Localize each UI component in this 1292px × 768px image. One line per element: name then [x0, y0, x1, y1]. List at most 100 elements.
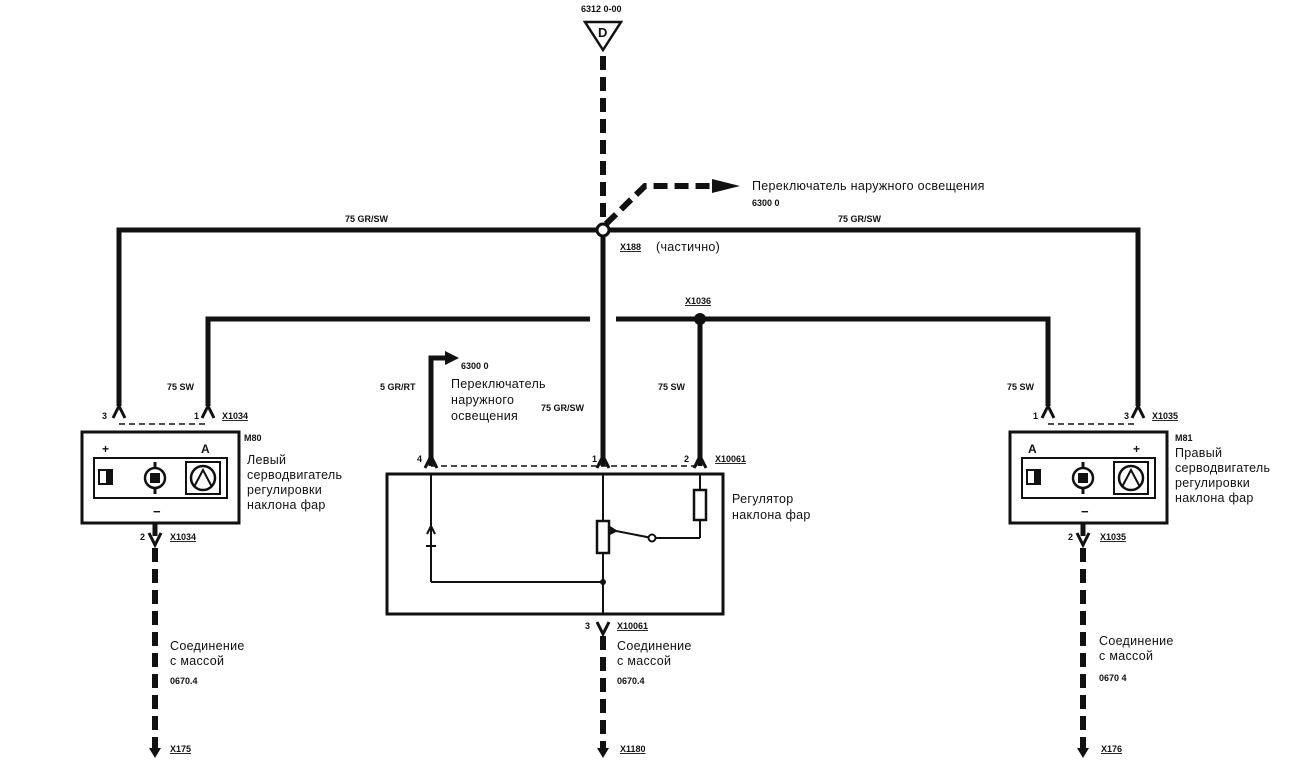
- gear-box-icon: [185, 461, 221, 495]
- left-motor-title-2: серводвигатель: [247, 468, 342, 482]
- wire-label-reg-gr-rt: 5 GR/RT: [380, 382, 416, 392]
- potentiometer-icon: [595, 519, 611, 555]
- ground-left: Соединение с массой 0670.4 X175: [149, 548, 245, 758]
- splice-x188: [595, 222, 611, 238]
- pin-arrow-icon: [1130, 402, 1146, 419]
- lamp-symbol-icon: [426, 530, 436, 547]
- ground-arrow-icon: [597, 748, 609, 758]
- right-motor-title-4: наклона фар: [1175, 491, 1254, 505]
- outer-switch-code: 6300 0: [752, 198, 780, 208]
- connector-triangle-icon: [582, 20, 624, 53]
- reg-switch-title-3: освещения: [451, 409, 518, 423]
- left-motor-pin-left: 3: [102, 411, 107, 421]
- right-motor-id: M81: [1175, 433, 1193, 443]
- connector-x1036-top-id: X1036: [685, 296, 711, 306]
- wiper-line: [610, 529, 653, 539]
- resistor-icon: [692, 488, 708, 522]
- left-motor-sign-left: +: [102, 442, 109, 456]
- right-motor-inner: [1021, 457, 1156, 499]
- switch-branch-dashed: [603, 183, 712, 227]
- pin-arrow-icon: [147, 532, 163, 549]
- right-motor-title-3: регулировки: [1175, 476, 1250, 490]
- reg-pin-2: 2: [684, 454, 689, 464]
- right-motor-sign-bottom: −: [1081, 504, 1089, 519]
- right-motor-title-1: Правый: [1175, 446, 1222, 460]
- pin-arrow-icon: [1075, 532, 1091, 549]
- pin-arrow-icon: [111, 402, 127, 419]
- connector-x188-id: X188: [620, 242, 641, 252]
- left-motor-title-3: регулировки: [247, 483, 322, 497]
- ground-left-line-1: Соединение: [170, 639, 245, 653]
- left-motor-pin-right: 1: [194, 411, 199, 421]
- right-motor: 1 3 X1035 M81 A + − Правый серводвигател…: [1008, 402, 1270, 549]
- right-motor-box: [1008, 430, 1169, 525]
- left-motor-pin-bottom: 2: [140, 532, 145, 542]
- connector-x188-note: (частично): [656, 240, 720, 254]
- left-motor-title-4: наклона фар: [247, 498, 326, 512]
- reg-switch-code: 6300 0: [461, 361, 489, 371]
- reg-pin-1: 1: [592, 454, 597, 464]
- right-motor-pin-right: 3: [1124, 411, 1129, 421]
- reg-title-1: Регулятор: [732, 492, 794, 506]
- wire-label-left-top: 75 GR/SW: [345, 214, 389, 224]
- left-motor-connector-bottom: X1034: [170, 532, 196, 542]
- top-connector-letter: D: [598, 25, 607, 40]
- pin-arrow-icon: [1040, 402, 1056, 419]
- reg-title-2: наклона фар: [732, 508, 811, 522]
- right-motor-sign-right: +: [1133, 442, 1140, 456]
- ground-left-code: 0670.4: [170, 676, 198, 686]
- ground-arrow-icon: [1077, 748, 1089, 758]
- right-motor-connector-bottom: X1035: [1100, 532, 1126, 542]
- ground-arrow-icon: [149, 748, 161, 758]
- wire-label-mid-sw: 75 SW: [658, 382, 686, 392]
- ground-right-line-2: с массой: [1099, 649, 1153, 663]
- pin-arrow-icon: [692, 452, 708, 469]
- arrow-right-icon: [445, 351, 459, 365]
- sw-bus-wire-right: [616, 316, 1051, 406]
- right-motor-sign-left: A: [1028, 442, 1037, 456]
- left-motor-id: M80: [244, 433, 262, 443]
- left-motor-inner: [93, 457, 228, 499]
- sw-bus-wire-left: [205, 316, 590, 406]
- ground-right-terminal: X176: [1101, 744, 1122, 754]
- right-motor-pin-bottom: 2: [1068, 532, 1073, 542]
- top-connector-code: 6312 0-00: [581, 4, 622, 14]
- ground-left-terminal: X175: [170, 744, 191, 754]
- ground-right: Соединение с массой 0670 4 X176: [1077, 548, 1174, 758]
- pin-arrow-icon: [595, 452, 611, 469]
- splice-x1036: [694, 313, 706, 325]
- top-bus: [116, 222, 1141, 466]
- reg-pin-3: 3: [585, 621, 590, 631]
- ground-center-line-2: с массой: [617, 654, 671, 668]
- reg-connector-bottom: X10061: [617, 621, 648, 631]
- regulator-box: [385, 472, 725, 616]
- arrow-right-icon: [712, 179, 740, 193]
- reg-pin-4: 4: [417, 454, 422, 464]
- wire-label-center-gr: 75 GR/SW: [541, 403, 585, 413]
- left-motor-connector: X1034: [222, 411, 248, 421]
- reg-connector: X10061: [715, 454, 746, 464]
- left-motor-sign-bottom: −: [153, 504, 161, 519]
- gr-sw-bus-wire: [116, 227, 1141, 406]
- outer-switch-label: Переключатель наружного освещения: [752, 179, 985, 193]
- ground-right-code: 0670 4: [1099, 673, 1127, 683]
- top-connector: 6312 0-00 D: [581, 4, 624, 53]
- reg-switch-title-2: наружного: [451, 393, 514, 407]
- sw-bus: [205, 313, 1051, 466]
- pin-arrow-icon: [200, 402, 216, 419]
- ground-center-code: 0670.4: [617, 676, 645, 686]
- ground-right-line-1: Соединение: [1099, 634, 1174, 648]
- ground-center-line-1: Соединение: [617, 639, 692, 653]
- left-motor-sign-right: A: [201, 442, 210, 456]
- reg-gr-rt-wire: [428, 355, 447, 466]
- right-motor-connector: X1035: [1152, 411, 1178, 421]
- right-motor-title-2: серводвигатель: [1175, 461, 1270, 475]
- regulator: 6300 0 5 GR/RT Переключатель наружного о…: [380, 351, 811, 638]
- wire-label-right-sw: 75 SW: [1007, 382, 1035, 392]
- ground-center-terminal: X1180: [620, 744, 646, 754]
- wire-label-left-sw: 75 SW: [167, 382, 195, 392]
- ground-center: Соединение с массой 0670.4 X1180: [597, 636, 692, 758]
- pin-arrow-icon: [423, 452, 439, 469]
- right-motor-pin-left: 1: [1033, 411, 1038, 421]
